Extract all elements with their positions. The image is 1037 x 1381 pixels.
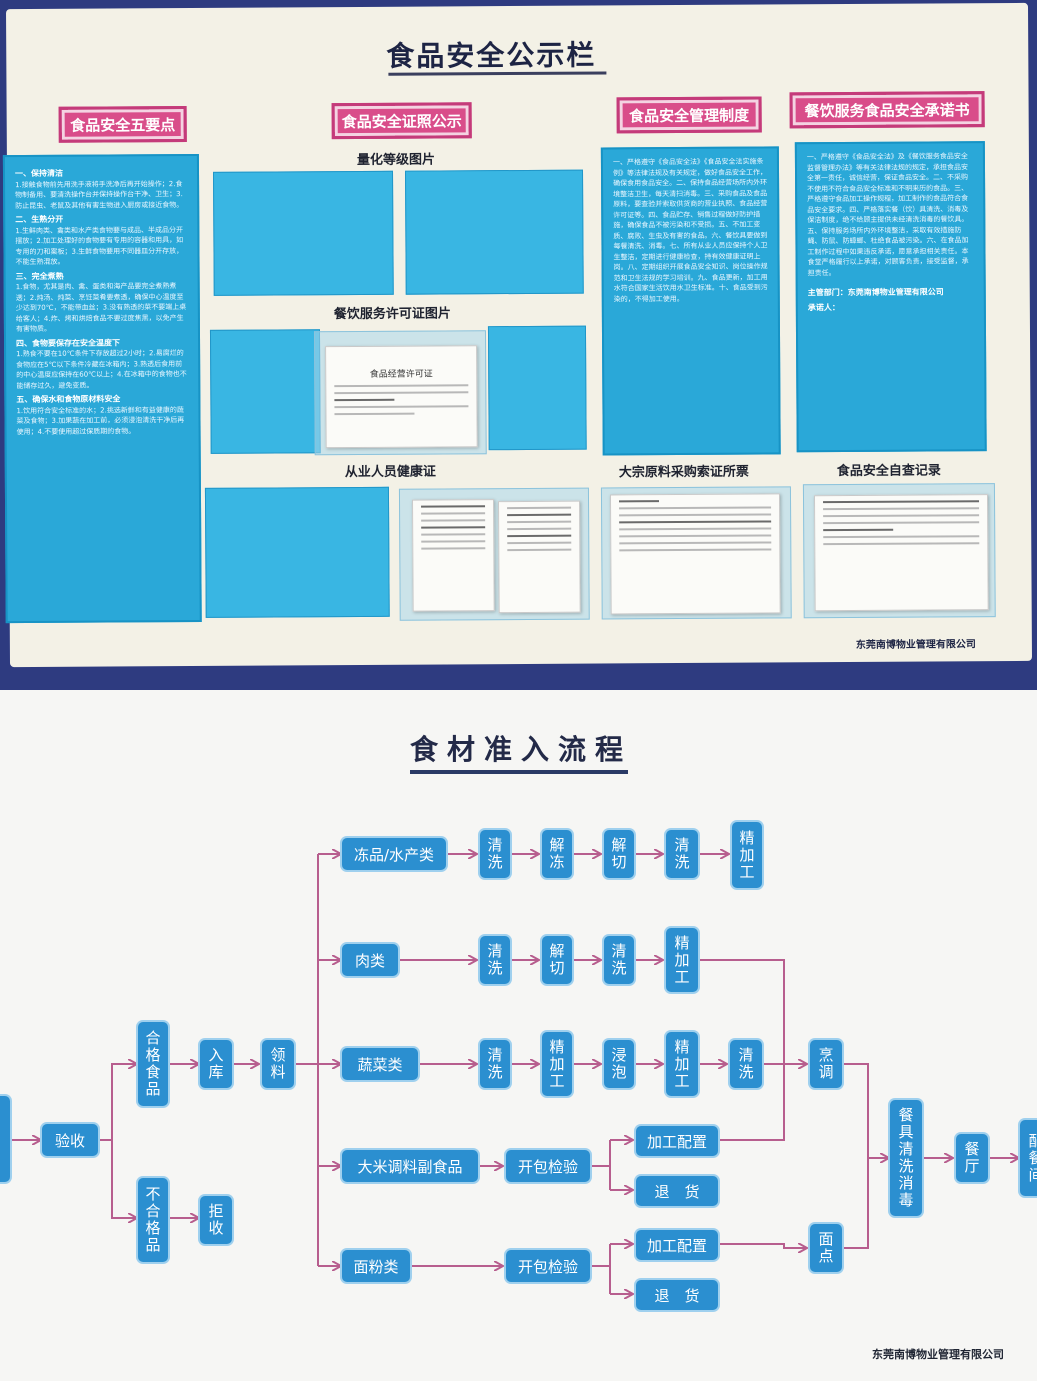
tag-five-points: 食品安全五要点 — [58, 106, 187, 143]
arrow-line — [698, 959, 785, 1064]
node-meat: 肉类 — [342, 944, 398, 976]
node-pick: 领料 — [262, 1040, 294, 1088]
arrow-line — [718, 1243, 806, 1248]
flow-title-underline — [410, 770, 628, 774]
label-invoice: 大宗原料采购索证所票 — [618, 464, 749, 481]
arrow-line — [590, 1244, 611, 1294]
node-fine-processing: 精加工 — [666, 928, 698, 992]
flow-company-name: 东莞南博物业管理有限公司 — [872, 1348, 1004, 1361]
label-health-certificate: 从业人员健康证 — [344, 464, 436, 481]
point-text: 1.食物，尤其是肉、禽、蛋类和海产品要完全煮熟煮透；2.炖汤、炖菜、烹饪菜肴要煮… — [15, 282, 187, 334]
board-company-name: 东莞南博物业管理有限公司 — [855, 639, 976, 651]
arrow-line — [718, 1064, 785, 1141]
node-fine-processing: 精加工 — [542, 1032, 572, 1096]
node-wash: 清洗 — [480, 830, 510, 878]
node-frozen-aquatic: 冻品/水产类 — [342, 838, 446, 870]
license-sleeve: 食品经营许可证 — [313, 330, 487, 456]
node-return-goods: 退 货 — [636, 1176, 718, 1206]
health-cert-document — [412, 499, 495, 612]
node-flour: 面粉类 — [342, 1250, 410, 1282]
flow-connector-lines — [10, 690, 1037, 1381]
arrow-line — [111, 1140, 136, 1218]
node-soak: 浸泡 — [604, 1040, 634, 1088]
node-return-goods: 退 货 — [636, 1280, 718, 1310]
node-wash: 清洗 — [480, 1040, 510, 1088]
node-dining-hall: 餐厅 — [956, 1134, 988, 1182]
node-accept: 验收 — [42, 1124, 98, 1156]
board-title: 食品安全公示栏 — [386, 38, 597, 73]
node-instock: 入库 — [200, 1040, 232, 1088]
node-cut: 解切 — [542, 936, 572, 984]
arrow-line — [100, 1064, 136, 1141]
arrow-line — [294, 854, 319, 1266]
flow-entry-stub — [0, 1096, 10, 1182]
node-pastry: 面点 — [810, 1224, 842, 1272]
health-cert-document — [498, 500, 581, 614]
flow-title: 食材准入流程 — [410, 733, 633, 766]
invoice-sleeve — [600, 486, 792, 620]
node-wash: 清洗 — [666, 830, 698, 878]
node-unqualified: 不合格品 — [138, 1178, 168, 1262]
node-cooking: 烹调 — [810, 1040, 842, 1088]
tag-pledge: 餐饮服务食品安全承诺书 — [789, 91, 985, 129]
pledge-text: 一、严格遵守《食品安全法》及《餐饮服务食品安全监督管理办法》等有关法律法规的规定… — [806, 152, 969, 277]
tag-license-display: 食品安全证照公示 — [331, 102, 472, 140]
node-qualified: 合格食品 — [138, 1022, 168, 1106]
label-license-picture: 餐饮服务许可证图片 — [333, 306, 451, 323]
pledge-department: 主管部门：东莞南博物业管理有限公司 — [807, 287, 944, 298]
point-text: 1.生鲜肉类、禽类和水产类食物要与成品、半成品分开摆放；2.加工处理好的食物要有… — [15, 225, 184, 267]
node-thaw: 解冻 — [542, 830, 572, 878]
grade-picture-slot-2 — [404, 169, 584, 295]
arrow-line — [590, 1140, 611, 1190]
health-cert-sleeve — [398, 487, 590, 621]
node-rice-seasoning: 大米调料副食品 — [342, 1150, 478, 1182]
license-picture-slot-2 — [487, 325, 587, 451]
management-rules-text: 一、严格遵守《食品安全法》《食品安全法实施条例》等法律法规及有关规定，做好食品安… — [612, 157, 768, 303]
node-reject: 拒收 — [200, 1196, 232, 1244]
food-safety-board-photo: 食品安全公示栏 食品安全五要点 食品安全证照公示 食品安全管理制度 餐饮服务食品… — [0, 0, 1037, 690]
five-points-panel: 一、保持清洁 1.接触食物前先用洗手液将手洗净后再开始操作；2.食物制备用、要清… — [2, 153, 202, 624]
food-license-document: 食品经营许可证 — [325, 345, 478, 449]
point-text: 1.接触食物前先用洗手液将手洗净后再开始操作；2.食物制备用、要清洗操作台并保持… — [15, 179, 184, 210]
node-cut: 解切 — [604, 830, 634, 878]
arrow-line — [842, 1063, 869, 1249]
point-text: 1.熟食不要在10℃条件下存放超过2小时；2.易腐烂的食物应在5℃以下条件冷藏在… — [16, 349, 187, 390]
node-process-config: 加工配置 — [636, 1230, 718, 1260]
point-text: 1.饮用符合安全标准的水；2.挑选新鲜和有益健康的蔬菜及食物；3.加果蔬在加工前… — [16, 405, 185, 436]
management-rules-panel: 一、严格遵守《食品安全法》《食品安全法实施条例》等法律法规及有关规定，做好食品安… — [600, 146, 781, 456]
invoice-document — [609, 493, 781, 615]
self-check-document — [813, 494, 989, 612]
pledge-person: 承诺人： — [807, 302, 840, 312]
license-doc-title: 食品经营许可证 — [369, 369, 433, 380]
health-cert-slot — [204, 486, 390, 618]
node-open-inspect: 开包检验 — [506, 1250, 590, 1282]
ingredient-flow-chart: 食材准入流程 — [0, 690, 1037, 1381]
node-process-config: 加工配置 — [636, 1126, 718, 1156]
node-tableware-disinfection: 餐具清洗消毒 — [890, 1100, 922, 1216]
node-fine-processing: 精加工 — [666, 1032, 698, 1096]
node-open-inspect: 开包检验 — [506, 1150, 590, 1182]
node-vegetables: 蔬菜类 — [342, 1048, 418, 1080]
grade-picture-slot-1 — [212, 170, 394, 296]
node-wash: 清洗 — [604, 936, 634, 984]
label-grade-picture: 量化等级图片 — [356, 152, 435, 168]
license-picture-slot-1 — [209, 329, 321, 454]
node-fine-processing: 精加工 — [732, 822, 762, 888]
node-meal-prep-room: 配餐间 — [1020, 1120, 1037, 1196]
board-title-underline — [388, 71, 607, 76]
pledge-panel: 一、严格遵守《食品安全法》及《餐饮服务食品安全监督管理办法》等有关法律法规的规定… — [794, 141, 987, 453]
food-safety-board: 食品安全公示栏 食品安全五要点 食品安全证照公示 食品安全管理制度 餐饮服务食品… — [2, 2, 1033, 668]
self-check-sleeve — [802, 483, 996, 619]
node-wash: 清洗 — [480, 936, 510, 984]
label-self-check: 食品安全自查记录 — [836, 463, 941, 480]
tag-management-rules: 食品安全管理制度 — [616, 96, 762, 134]
node-wash: 清洗 — [730, 1040, 762, 1088]
